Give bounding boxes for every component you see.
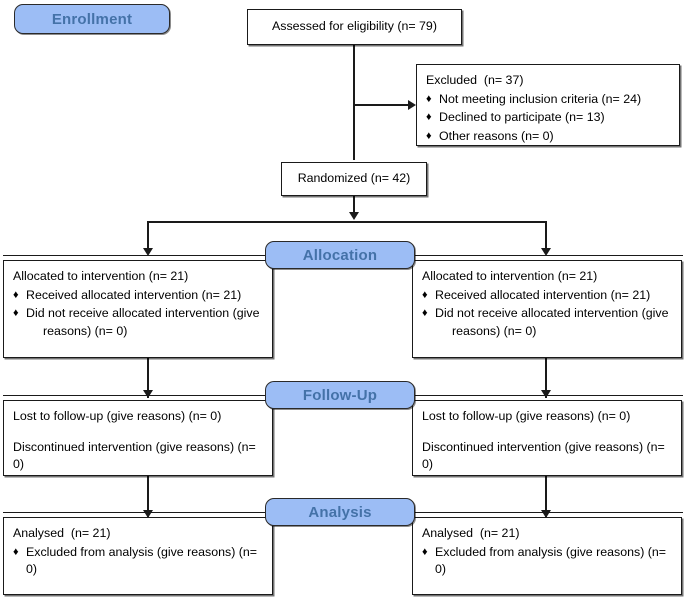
bullet-icon: ♦	[422, 307, 428, 320]
arrow-down-icon-analysis-left	[143, 510, 153, 518]
stage-badge-analysis-label: Analysis	[308, 503, 372, 521]
excluded-item-text: Other reasons (n= 0)	[439, 128, 554, 143]
bullet-icon: ♦	[422, 288, 428, 301]
allocation-left-item-text: Did not receive allocated intervention (…	[26, 305, 263, 340]
arrow-down-icon-followup-right	[541, 390, 551, 398]
connector-allocation-split-bar	[147, 221, 547, 223]
followup-right-line2: Discontinued intervention (give reasons)…	[422, 439, 669, 472]
box-excluded: Excluded (n= 37) ♦ Not meeting inclusion…	[416, 64, 680, 146]
allocation-left-item-cont: reasons) (n= 0)	[43, 323, 128, 338]
allocation-right-item: ♦ Did not receive allocated intervention…	[422, 305, 672, 340]
excluded-item-text: Not meeting inclusion criteria (n= 24)	[439, 91, 642, 106]
followup-left-spacer	[13, 426, 263, 439]
bullet-icon: ♦	[426, 92, 432, 105]
allocation-left-title: Allocated to intervention (n= 21)	[13, 269, 189, 283]
bullet-icon: ♦	[13, 545, 19, 558]
analysis-right-item: ♦ Excluded from analysis (give reasons) …	[422, 544, 672, 579]
connector-randomized-down	[353, 196, 355, 216]
allocation-left-item: ♦ Did not receive allocated intervention…	[13, 305, 263, 340]
bullet-icon: ♦	[13, 288, 19, 301]
followup-left-line1: Lost to follow-up (give reasons) (n= 0)	[13, 409, 222, 423]
analysis-left-item: ♦ Excluded from analysis (give reasons) …	[13, 544, 263, 579]
stage-badge-followup-label: Follow-Up	[302, 386, 378, 404]
followup-left-line2: Discontinued intervention (give reasons)…	[13, 439, 260, 472]
box-assessed-for-eligibility: Assessed for eligibility (n= 79)	[247, 9, 462, 45]
connector-followup-to-analysis-left	[147, 476, 149, 518]
excluded-item: ♦ Declined to participate (n= 13)	[426, 109, 670, 127]
connector-allocation-to-followup-left	[147, 358, 149, 398]
excluded-item: ♦ Not meeting inclusion criteria (n= 24)	[426, 91, 670, 109]
bullet-icon: ♦	[422, 545, 428, 558]
arrow-down-icon-analysis-right	[541, 510, 551, 518]
analysis-right-item-text: Excluded from analysis (give reasons) (n…	[435, 544, 667, 577]
connector-allocation-to-followup-right	[545, 358, 547, 398]
connector-followup-to-analysis-right	[545, 476, 547, 518]
stage-badge-enrollment-label: Enrollment	[51, 10, 133, 28]
followup-right-spacer	[422, 426, 672, 439]
followup-right-line1: Lost to follow-up (give reasons) (n= 0)	[422, 409, 631, 423]
box-followup-right: Lost to follow-up (give reasons) (n= 0) …	[412, 400, 682, 476]
allocation-right-item: ♦ Received allocated intervention (n= 21…	[422, 287, 672, 305]
arrow-down-icon-randomized	[349, 212, 359, 220]
randomized-text: Randomized (n= 42)	[297, 171, 411, 186]
excluded-item-text: Declined to participate (n= 13)	[439, 110, 605, 125]
arrow-down-icon-allocation-right	[541, 248, 551, 256]
allocation-right-item-cont: reasons) (n= 0)	[452, 323, 537, 338]
box-followup-left: Lost to follow-up (give reasons) (n= 0) …	[3, 400, 273, 476]
arrow-down-icon-allocation-left	[143, 248, 153, 256]
allocation-right-title: Allocated to intervention (n= 21)	[422, 269, 598, 283]
analysis-right-title: Analysed (n= 21)	[422, 526, 520, 540]
box-analysis-right: Analysed (n= 21) ♦ Excluded from analysi…	[412, 517, 682, 595]
allocation-left-item: ♦ Received allocated intervention (n= 21…	[13, 287, 263, 305]
bullet-icon: ♦	[13, 307, 19, 320]
allocation-right-item-main: Did not receive allocated intervention (…	[435, 306, 669, 321]
allocation-right-item-text: Received allocated intervention (n= 21)	[435, 287, 651, 302]
bullet-icon: ♦	[426, 111, 432, 124]
bullet-icon: ♦	[426, 129, 432, 142]
arrow-down-icon-followup-left	[143, 390, 153, 398]
allocation-left-item-text: Received allocated intervention (n= 21)	[26, 287, 242, 302]
stage-badge-enrollment: Enrollment	[14, 4, 170, 34]
box-allocation-left: Allocated to intervention (n= 21) ♦ Rece…	[3, 260, 273, 358]
connector-assessed-to-excluded	[353, 104, 410, 106]
stage-badge-allocation-label: Allocation	[302, 246, 378, 264]
analysis-left-title: Analysed (n= 21)	[13, 526, 111, 540]
allocation-left-item-main: Did not receive allocated intervention (…	[26, 306, 260, 321]
stage-badge-allocation: Allocation	[265, 241, 415, 269]
excluded-title: Excluded (n= 37)	[426, 73, 524, 87]
box-allocation-right: Allocated to intervention (n= 21) ♦ Rece…	[412, 260, 682, 358]
stage-badge-followup: Follow-Up	[265, 381, 415, 409]
connector-allocation-left-drop	[147, 221, 149, 251]
excluded-item: ♦ Other reasons (n= 0)	[426, 128, 670, 146]
box-analysis-left: Analysed (n= 21) ♦ Excluded from analysi…	[3, 517, 273, 595]
allocation-right-item-text: Did not receive allocated intervention (…	[435, 305, 672, 340]
connector-allocation-right-drop	[545, 221, 547, 251]
connector-assessed-to-randomized	[353, 45, 355, 160]
analysis-left-item-text: Excluded from analysis (give reasons) (n…	[26, 544, 258, 577]
assessed-text: Assessed for eligibility (n= 79)	[272, 19, 437, 34]
arrow-right-icon-excluded	[408, 100, 416, 110]
stage-badge-analysis: Analysis	[265, 498, 415, 526]
box-randomized: Randomized (n= 42)	[281, 162, 427, 196]
